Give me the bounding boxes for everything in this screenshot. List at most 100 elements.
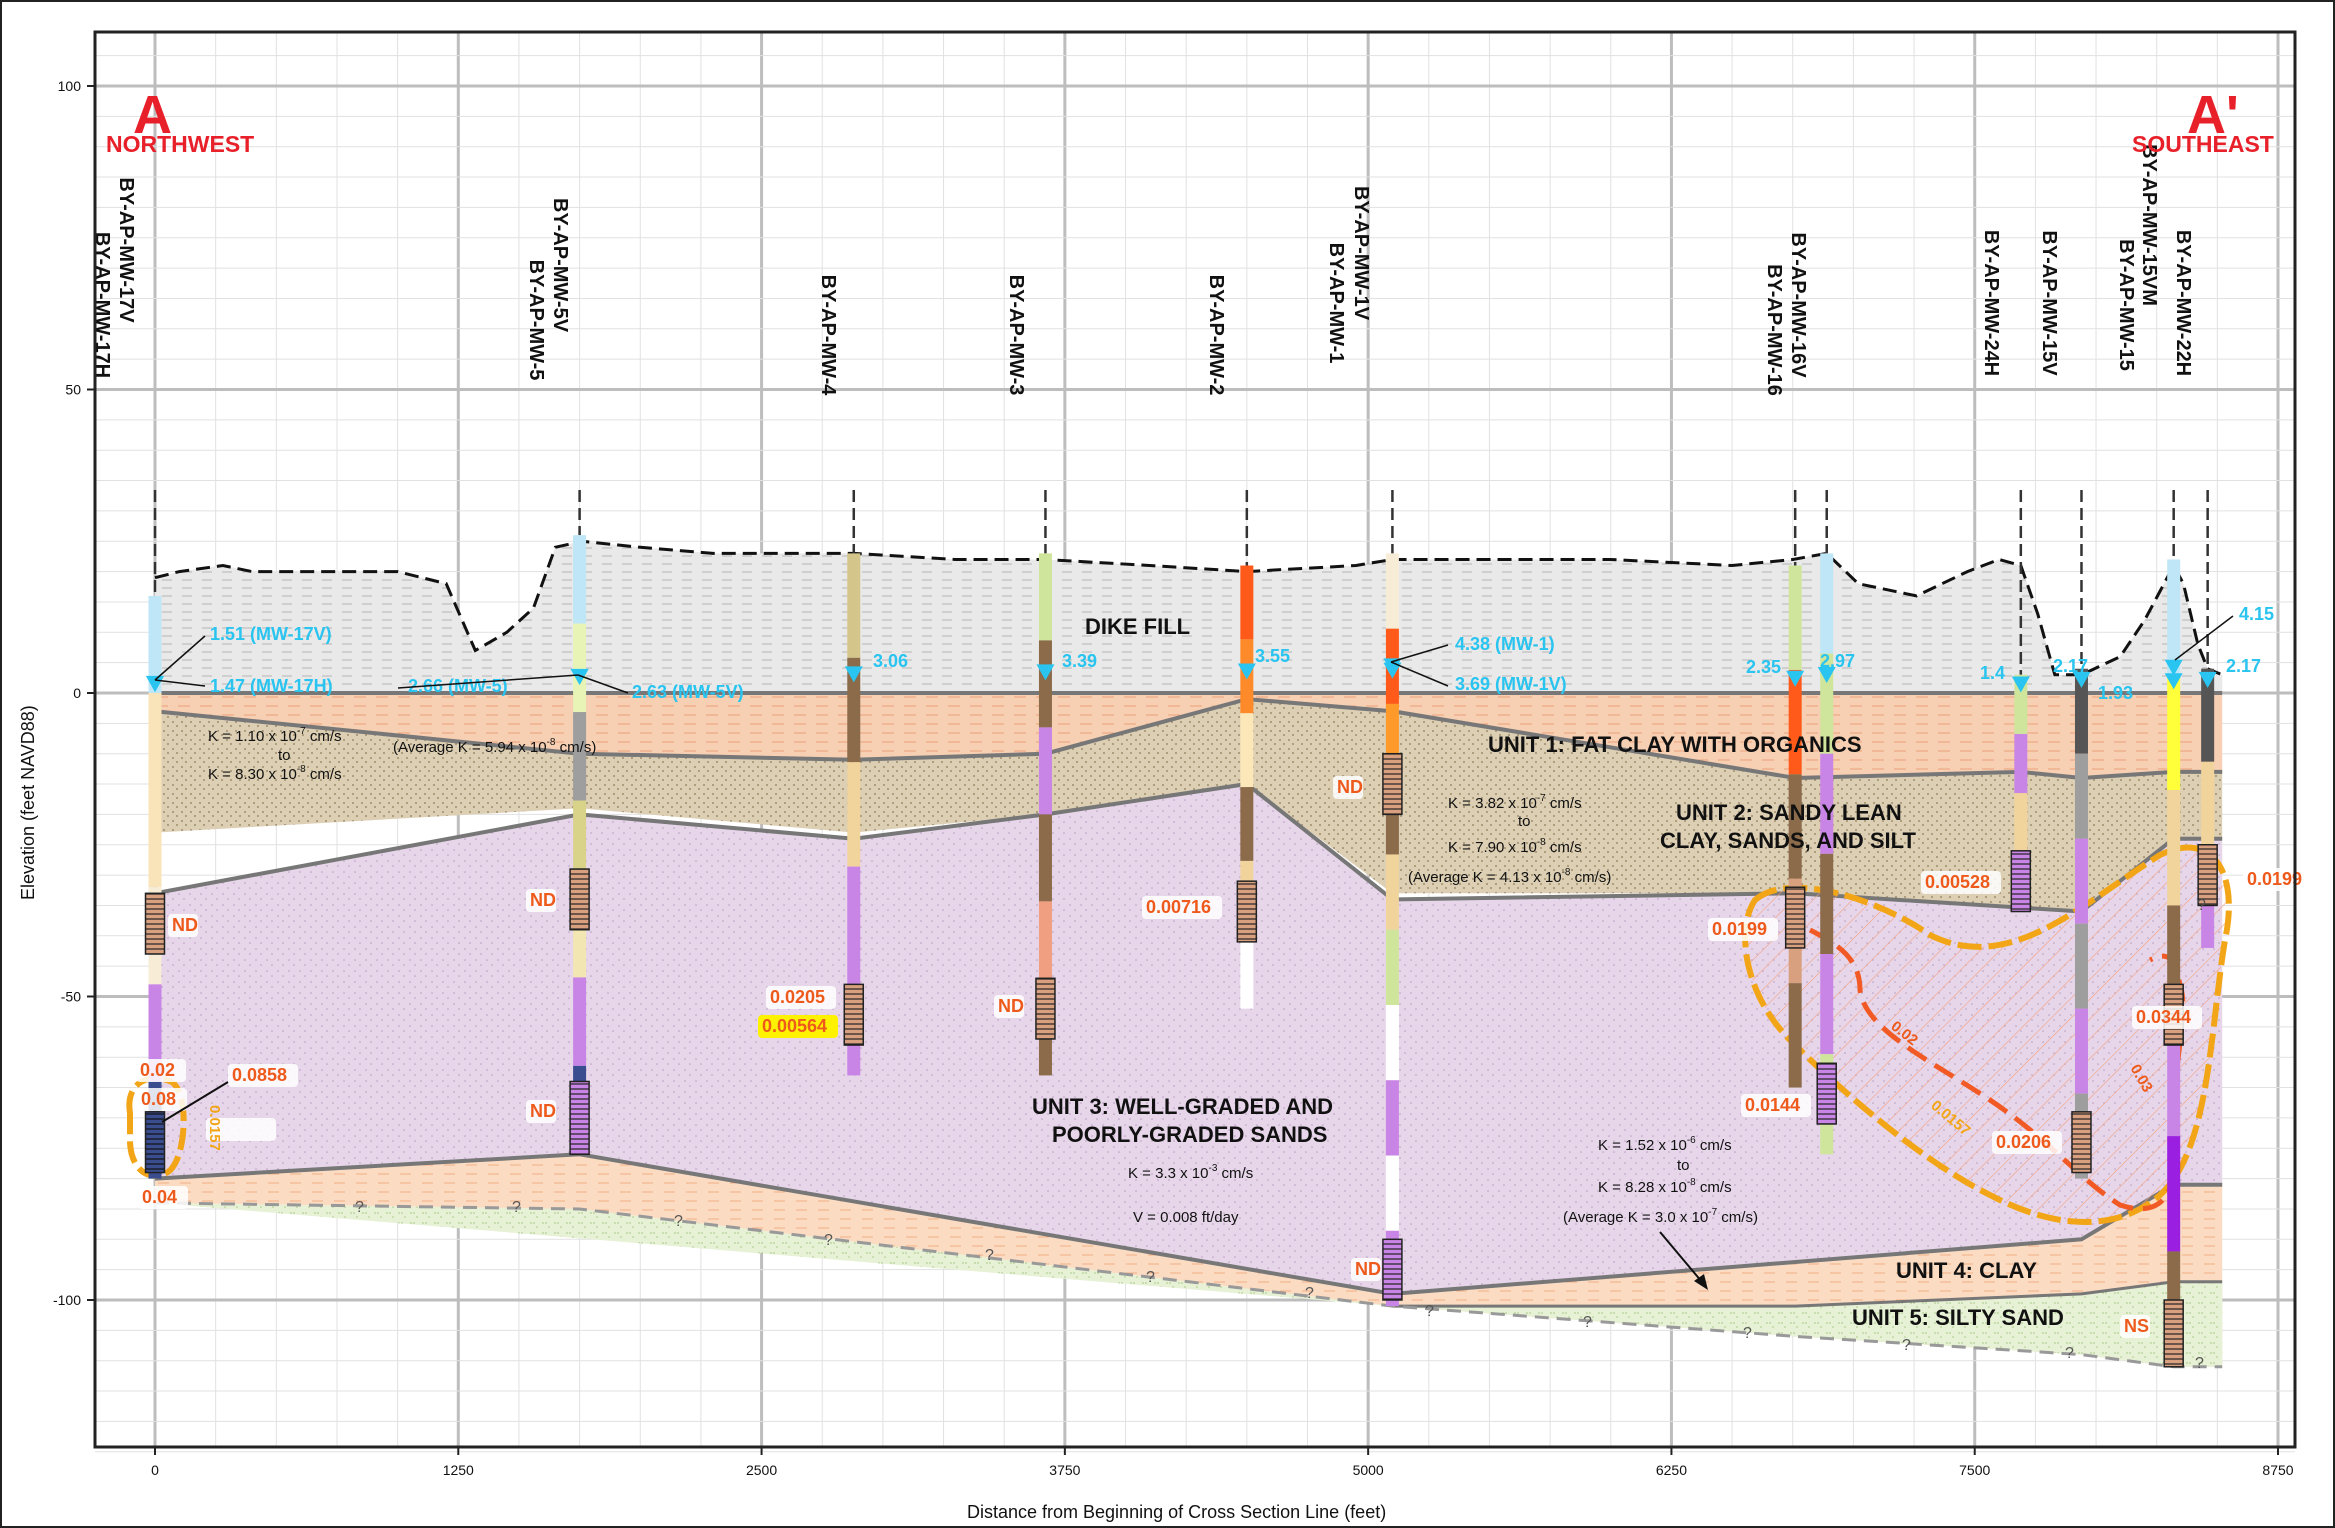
well-screen xyxy=(1784,886,1806,949)
k-note-left-avg: (Average K = 5.94 x 10-8 cm/s) xyxy=(393,737,596,756)
x-tick-label: 7500 xyxy=(1959,1462,1990,1478)
unit-label-3b: POORLY-GRADED SANDS xyxy=(1052,1122,1327,1147)
k-note-u4-avg: (Average K = 3.0 x 10-7 cm/s) xyxy=(1563,1207,1758,1226)
borehole-segment xyxy=(1240,934,1254,1009)
borehole-segment xyxy=(148,595,162,693)
borehole-segment xyxy=(1038,901,1052,989)
borehole-segment xyxy=(2167,1136,2181,1252)
concentration-label: 0.04 xyxy=(142,1187,177,1207)
unknown-marker: ? xyxy=(985,1247,994,1264)
layer-unit-3 xyxy=(155,784,2223,1294)
well-screen xyxy=(2163,1299,2184,1368)
y-tick-label: 50 xyxy=(65,382,81,398)
unit-label-3a: UNIT 3: WELL-GRADED AND xyxy=(1032,1094,1333,1119)
water-level-marker xyxy=(2198,671,2217,688)
concentration-label: ND xyxy=(1337,777,1363,797)
water-level-leader xyxy=(1390,644,1449,663)
well-label-mw15v: BY-AP-MW-15V xyxy=(2038,230,2060,376)
plot-frame xyxy=(93,30,2297,1449)
water-levels: 1.51 (MW-17V)1.47 (MW-17H)2.66 (MW-5)2.6… xyxy=(146,604,2274,703)
borehole-segment xyxy=(148,984,162,1082)
x-tick-label: 3750 xyxy=(1049,1462,1080,1478)
k-note-mid-avg: (Average K = 4.13 x 10-8 cm/s) xyxy=(1408,867,1611,886)
borehole-segment xyxy=(1788,565,1802,670)
geologic-layers xyxy=(154,539,2223,1369)
well-screen xyxy=(1382,752,1403,816)
water-level-label: 2.97 xyxy=(1820,651,1855,671)
x-axis-label: Distance from Beginning of Cross Section… xyxy=(967,1502,1386,1522)
unit-label-1: UNIT 1: FAT CLAY WITH ORGANICS xyxy=(1488,732,1862,757)
unknown-marker: ? xyxy=(2197,897,2206,914)
end-marker-a-prime: A' xyxy=(2187,85,2239,145)
concentration-label-bg xyxy=(1351,1258,1381,1281)
x-tick-label: 1250 xyxy=(443,1462,474,1478)
k-note-u4-a: K = 1.52 x 10-6 cm/s xyxy=(1598,1135,1732,1154)
k-note-left-b: K = 8.30 x 10-8 cm/s xyxy=(208,764,342,783)
water-level-label: 3.69 (MW-1V) xyxy=(1455,674,1567,694)
well-label-mw5v: BY-AP-MW-5V xyxy=(549,198,571,333)
concentration-label: ND xyxy=(1355,1259,1381,1279)
borehole-segment xyxy=(1038,727,1052,815)
unknown-marker: ? xyxy=(674,1213,683,1230)
concentration-label-bg xyxy=(136,1059,186,1082)
borehole-segment xyxy=(847,657,861,763)
layer-unit-1 xyxy=(155,693,2223,778)
borehole-segment xyxy=(1038,640,1052,728)
y-tick-label: 100 xyxy=(58,78,82,94)
unknown-marker: ? xyxy=(2195,1355,2204,1372)
concentration-label-bg xyxy=(758,1015,838,1038)
concentration-label: 0.00564 xyxy=(762,1016,827,1036)
borehole-segment xyxy=(2167,1020,2181,1137)
water-level-marker xyxy=(2164,673,2183,690)
concentration-label-bg xyxy=(228,1064,298,1087)
concentration-label-bg xyxy=(526,889,556,912)
unknown-markers: ?????????????? xyxy=(355,897,2206,1372)
well-leaders xyxy=(153,490,2209,675)
concentration-label-bg xyxy=(1142,896,1222,919)
borehole-segment xyxy=(2074,1008,2088,1094)
water-level-label: 2.35 xyxy=(1746,657,1781,677)
borehole-segment xyxy=(2167,559,2181,675)
unit-label-dike: DIKE FILL xyxy=(1085,614,1190,639)
concentration-label-bg xyxy=(206,1118,276,1141)
unit-labels: DIKE FILL UNIT 1: FAT CLAY WITH ORGANICS… xyxy=(1032,614,2064,1330)
end-direction-northwest: NORTHWEST xyxy=(106,131,254,157)
concentration-label: 0.0199 xyxy=(1712,919,1767,939)
k-note-u3: K = 3.3 x 10-3 cm/s xyxy=(1128,1163,1253,1182)
water-level-leader xyxy=(154,679,206,687)
k-note-left-to: to xyxy=(278,747,291,764)
unknown-marker: ? xyxy=(1743,1325,1752,1342)
borehole-segment xyxy=(573,977,587,1066)
well-screen xyxy=(569,868,590,931)
concentration-label-bg xyxy=(1333,776,1363,799)
water-level-label: 2.66 (MW-5) xyxy=(408,676,508,696)
k-note-mid-b: K = 7.90 x 10-8 cm/s xyxy=(1448,837,1582,856)
borehole-segment xyxy=(1385,1080,1399,1156)
borehole-segment xyxy=(1820,853,1834,955)
borehole-segment xyxy=(1820,653,1834,754)
water-level-label: 4.15 xyxy=(2239,604,2274,624)
borehole-segment xyxy=(847,866,861,972)
concentration-label: 0.0157 xyxy=(206,1105,223,1151)
concentration-label: 0.0144 xyxy=(1745,1095,1800,1115)
unknown-marker: ? xyxy=(2065,1345,2074,1362)
end-direction-southeast: SOUTHEAST xyxy=(2132,131,2274,157)
end-marker-a: A xyxy=(133,85,172,145)
concentration-label: 0.0199 xyxy=(2247,869,2302,889)
well-screen xyxy=(2010,850,2032,913)
water-level-marker xyxy=(570,669,589,686)
concentration-label-bg xyxy=(994,995,1024,1018)
x-tick-label: 5000 xyxy=(1353,1462,1384,1478)
borehole-segment xyxy=(1788,983,1802,1088)
water-level-leader xyxy=(2174,615,2234,661)
x-tick-label: 8750 xyxy=(2262,1462,2293,1478)
concentration-labels: ND0.020.080.08580.01570.04NDND0.02050.00… xyxy=(136,776,2313,1338)
concentration-label: 0.0205 xyxy=(770,987,825,1007)
concentration-label-bg xyxy=(168,914,198,937)
layer-unit-2 xyxy=(155,699,2223,912)
